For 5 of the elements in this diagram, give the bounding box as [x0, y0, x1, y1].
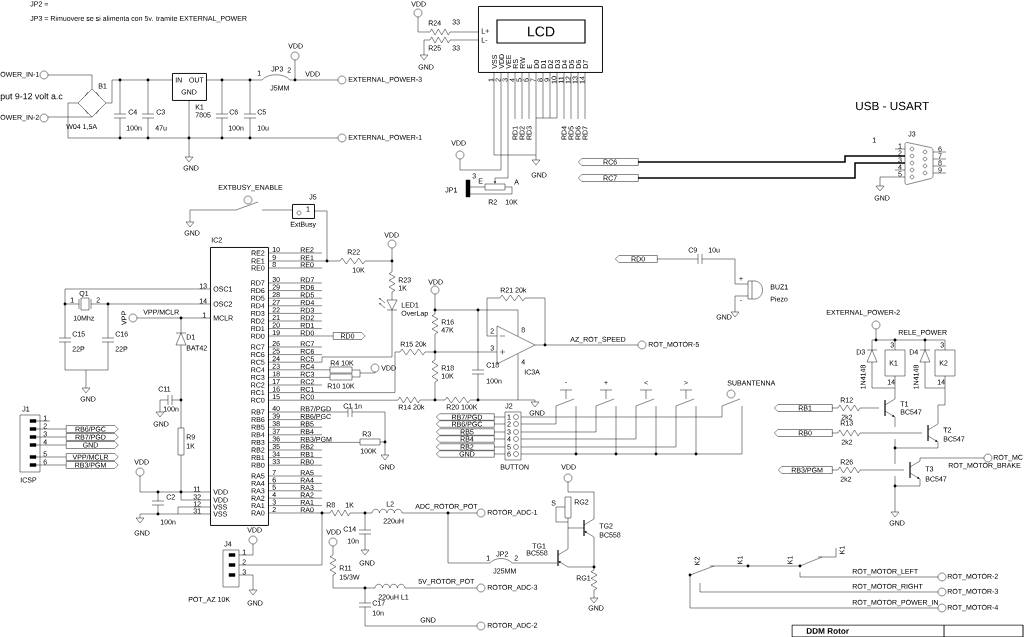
note-text: USB - USART	[856, 101, 929, 111]
note-text: put 9-12 volt a.c	[0, 92, 63, 102]
title-block: DDM Rotor	[791, 624, 1024, 637]
wire	[267, 335, 334, 337]
wire	[267, 210, 328, 262]
